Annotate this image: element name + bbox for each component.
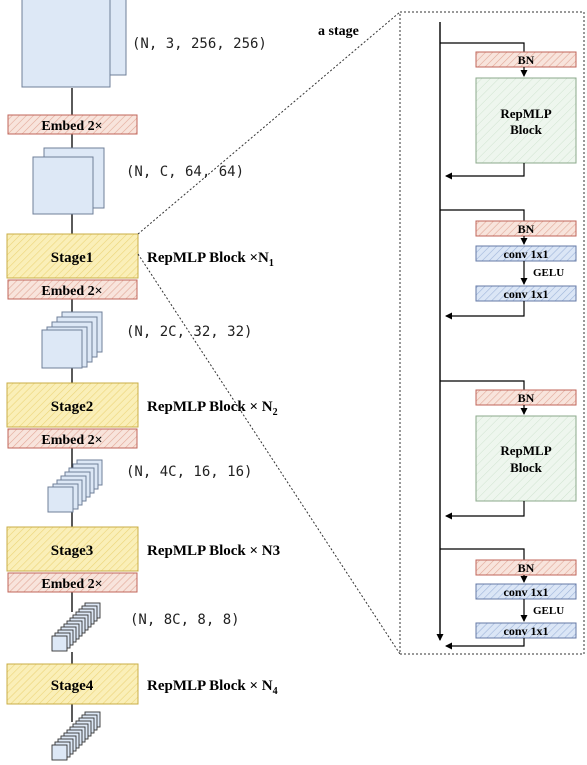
bn-block-4 <box>475 559 577 576</box>
stage-desc-3: RepMLP Block × N3 <box>147 543 280 559</box>
embed-block-2 <box>7 279 138 300</box>
shape-label-1: (N, C, 64, 64) <box>126 164 244 180</box>
repmlp-label-1b: Block <box>510 122 543 137</box>
stage-block-4 <box>6 663 139 705</box>
shape-label-4: (N, 8C, 8, 8) <box>130 612 240 628</box>
detail-repmlp-unit-1: BN RepMLP Block <box>440 42 577 180</box>
input-shape-label: (N, 3, 256, 256) <box>132 36 267 52</box>
conv-block-2 <box>475 285 577 302</box>
stage-detail-border <box>399 11 585 655</box>
bn-label-3: BN <box>518 391 535 405</box>
stage-block-2 <box>6 382 139 428</box>
stage-detail-title: a stage <box>318 24 359 39</box>
zoom-guide-bottom <box>137 253 401 655</box>
stage-block-3 <box>6 526 139 572</box>
conv-label-4: conv 1x1 <box>504 624 549 638</box>
bn-block-2 <box>475 220 577 237</box>
embed-block-1 <box>7 114 138 135</box>
bn-block-3 <box>475 389 577 406</box>
output-tensor-cubes <box>51 711 101 761</box>
stage-label-3: Stage3 <box>51 543 94 559</box>
stage-block-1 <box>6 233 139 279</box>
stage-desc-1: RepMLP Block ×N1 <box>147 250 274 269</box>
conv-label-3: conv 1x1 <box>504 585 549 599</box>
stage-desc-4: RepMLP Block × N4 <box>147 678 278 697</box>
embed-block-3 <box>7 428 138 449</box>
repmlp-block-1 <box>475 77 577 164</box>
repmlp-label-2a: RepMLP <box>500 443 551 458</box>
detail-repmlp-unit-2: BN RepMLP Block <box>440 380 577 520</box>
conv-block-1 <box>475 245 577 262</box>
embed-label-2: Embed 2× <box>41 284 102 299</box>
embed-block-4 <box>7 572 138 593</box>
repmlp-label-2b: Block <box>510 460 543 475</box>
stage-desc-2: RepMLP Block × N2 <box>147 399 278 418</box>
input-tensor-cube <box>21 0 127 88</box>
feature-map-3-cubes <box>47 459 103 513</box>
feature-map-1-cubes <box>32 147 105 215</box>
embed-label-1: Embed 2× <box>41 119 102 134</box>
conv-block-4 <box>475 622 577 639</box>
stage-detail-panel: BN RepMLP Block BN conv 1x1 GELU conv 1x… <box>399 11 585 655</box>
bn-label-4: BN <box>518 561 535 575</box>
gelu-label-2: GELU <box>533 605 564 617</box>
detail-ffn-unit-2: BN conv 1x1 GELU conv 1x1 <box>440 548 577 650</box>
feature-map-2-cubes <box>41 311 103 369</box>
bn-label-1: BN <box>518 53 535 67</box>
conv-label-2: conv 1x1 <box>504 287 549 301</box>
stage-label-4: Stage4 <box>51 678 94 694</box>
stage-label-2: Stage2 <box>51 399 94 415</box>
feature-map-4-cubes <box>51 602 101 652</box>
repmlp-label-1a: RepMLP <box>500 106 551 121</box>
conv-block-3 <box>475 583 577 600</box>
shape-label-3: (N, 4C, 16, 16) <box>126 464 252 480</box>
bn-label-2: BN <box>518 222 535 236</box>
embed-label-3: Embed 2× <box>41 433 102 448</box>
conv-label-1: conv 1x1 <box>504 247 549 261</box>
repmlp-block-2 <box>475 415 577 502</box>
gelu-label-1: GELU <box>533 267 564 279</box>
zoom-guide-top <box>137 11 401 235</box>
backbone-column: (N, 3, 256, 256) Embed 2× (N, C, 64, 64)… <box>6 0 280 761</box>
stage-label-1: Stage1 <box>51 250 94 266</box>
detail-ffn-unit-1: BN conv 1x1 GELU conv 1x1 <box>440 209 577 320</box>
embed-label-4: Embed 2× <box>41 577 102 592</box>
bn-block-1 <box>475 51 577 68</box>
